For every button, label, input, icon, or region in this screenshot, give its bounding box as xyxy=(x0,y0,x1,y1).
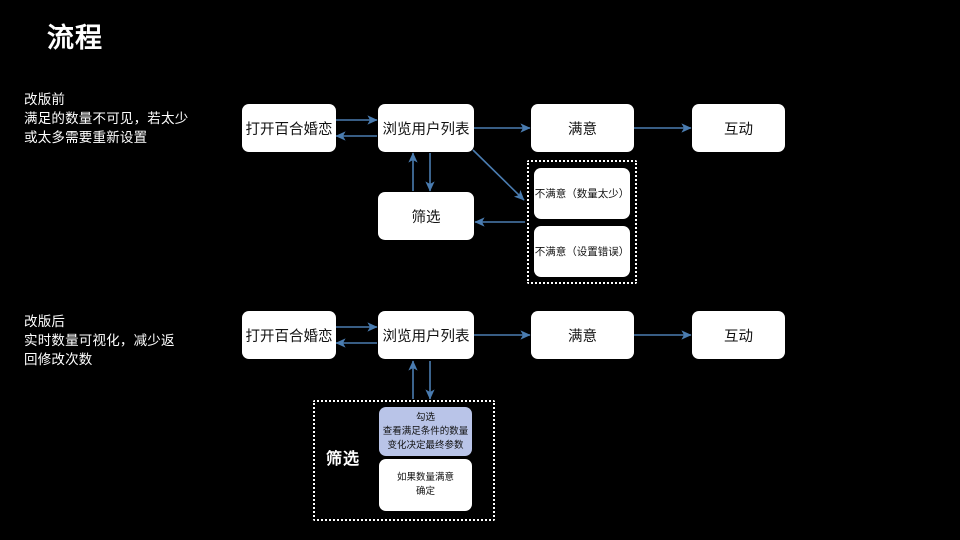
group-filter-label: 筛选 xyxy=(326,451,361,468)
node-open-app-before[interactable]: 打开百合婚恋 xyxy=(242,104,336,152)
node-unsatisfied-wrong-setting[interactable]: 不满意（设置错误） xyxy=(534,226,630,277)
group-filter-after xyxy=(313,400,495,521)
arrow-browse-to-unsatisfied-top xyxy=(472,149,525,201)
node-open-app-after[interactable]: 打开百合婚恋 xyxy=(242,311,336,359)
caption-after-redesign: 改版后 实时数量可视化，减少返 回修改次数 xyxy=(24,314,175,367)
node-confirm-line-2: 确定 xyxy=(415,486,435,497)
node-satisfied-after[interactable]: 满意 xyxy=(531,311,634,359)
page-title: 流程 xyxy=(47,23,103,53)
node-unsatisfied-too-few[interactable]: 不满意（数量太少） xyxy=(534,168,630,219)
node-confirm-line-1: 如果数量满意 xyxy=(396,472,454,483)
node-confirm-after[interactable]: 如果数量满意 确定 xyxy=(379,459,472,511)
node-check-quantity-after[interactable]: 勾选 查看满足条件的数量 变化决定最终参数 xyxy=(379,407,472,456)
node-check-line-2: 查看满足条件的数量 xyxy=(382,425,469,437)
node-interact-after[interactable]: 互动 xyxy=(692,311,785,359)
caption-before-redesign: 改版前 满足的数量不可见，若太少 或太多需要重新设置 xyxy=(24,92,189,145)
node-interact-before[interactable]: 互动 xyxy=(692,104,785,152)
node-check-line-1: 勾选 xyxy=(415,411,435,423)
node-browse-list-before[interactable]: 浏览用户列表 xyxy=(378,104,474,152)
node-check-line-3: 变化决定最终参数 xyxy=(387,439,464,451)
node-filter-before[interactable]: 筛选 xyxy=(378,192,474,240)
node-browse-list-after[interactable]: 浏览用户列表 xyxy=(378,311,474,359)
node-satisfied-before[interactable]: 满意 xyxy=(531,104,634,152)
group-unsatisfied-before xyxy=(527,160,637,284)
